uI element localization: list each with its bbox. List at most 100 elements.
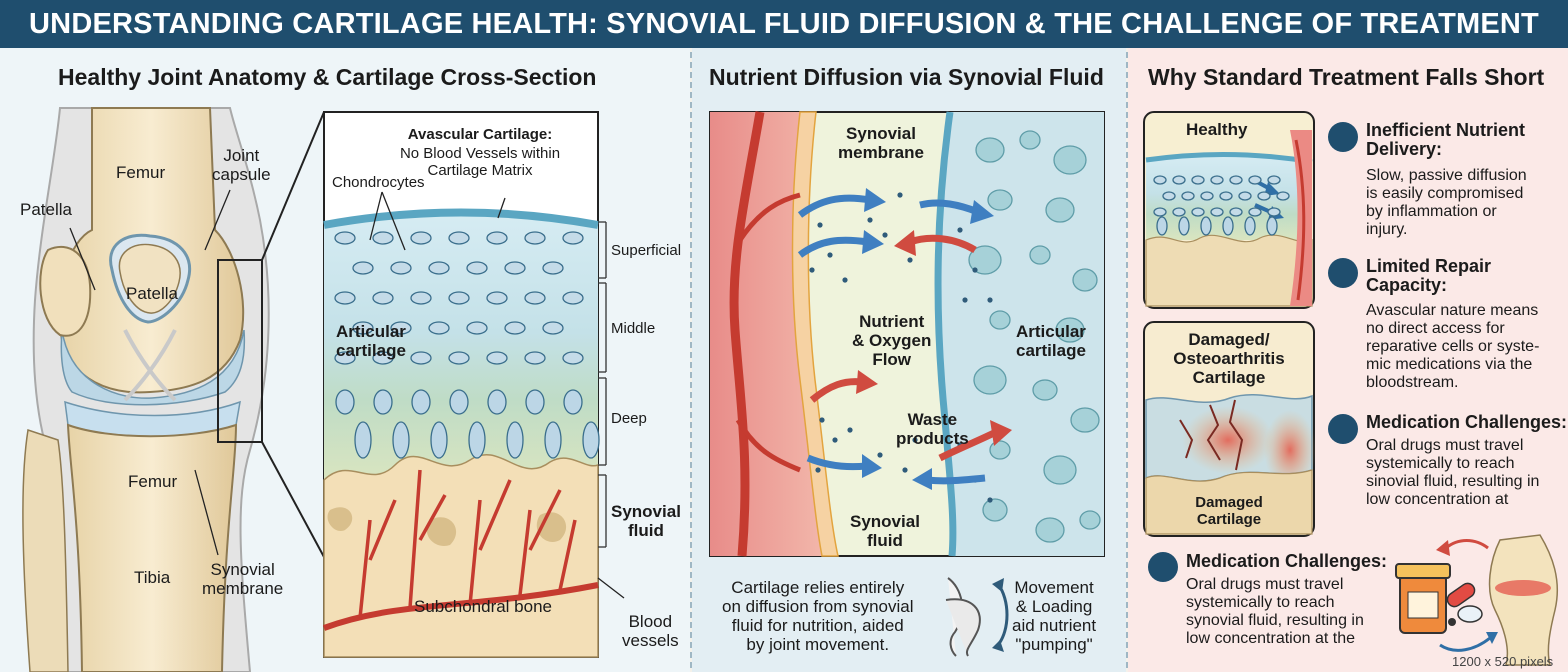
cartilage-blob [987, 189, 1013, 211]
healthy-cell [1248, 175, 1262, 185]
cartilage-blob [973, 365, 1007, 395]
footnote: 1200 x 520 pixels [1452, 654, 1554, 669]
chondrocyte [392, 421, 410, 459]
label-superficial: Superficial [611, 242, 682, 259]
cartilage-cross-section [322, 111, 625, 658]
healthy-cell [1200, 191, 1214, 201]
chondrocyte [563, 389, 583, 415]
diffusion-diagram [709, 111, 1105, 557]
page-title: UNDERSTANDING CARTILAGE HEALTH: SYNOVIAL… [29, 7, 1539, 40]
point-3-body: Oral drugs must travel systemically to r… [1366, 437, 1540, 508]
pill-bottle-icon [1328, 414, 1358, 444]
diffusion-arrows [797, 188, 1012, 490]
label-avascular: Avascular Cartilage: [407, 126, 553, 143]
nutrient-dot [867, 217, 873, 223]
healthy-cell [1222, 216, 1234, 236]
chondrocyte [468, 421, 486, 459]
chondrocyte [466, 261, 488, 275]
label-blood-vessels: Blood vessels [622, 612, 679, 650]
chondrocyte [410, 291, 432, 305]
label-subchondral-bone: Subchondral bone [414, 597, 553, 616]
chondrocyte [449, 389, 469, 415]
chondrocyte [562, 291, 584, 305]
healthy-cell [1178, 216, 1190, 236]
healthy-cell [1191, 175, 1205, 185]
healthy-cell [1248, 207, 1262, 217]
nutrient-dot [877, 452, 883, 458]
nutrient-dot [957, 227, 963, 233]
chondrocyte [525, 389, 545, 415]
healthy-cell [1266, 216, 1278, 236]
nutrient-dot [987, 297, 993, 303]
chondrocyte [448, 351, 470, 365]
chondrocyte-cells [334, 231, 600, 459]
nutrient-dot [907, 257, 913, 263]
medication-illustration [1395, 534, 1559, 666]
cartilage-blob [982, 498, 1008, 522]
label-synovial-membrane: Synovial membrane [202, 560, 284, 598]
chondrocyte [486, 351, 508, 365]
label-articular-cartilage: Articular cartilage [336, 322, 406, 360]
nutrient-dot [817, 222, 823, 228]
chondrocyte [504, 321, 526, 335]
chondrocyte [390, 321, 412, 335]
label-articular-cartilage-2: Articular cartilage [1016, 322, 1086, 360]
label-nutrient-flow: Nutrient & Oxygen Flow [852, 312, 932, 369]
healthy-cell [1267, 207, 1281, 217]
healthy-cell [1210, 207, 1224, 217]
anatomy-title: Healthy Joint Anatomy & Cartilage Cross-… [58, 64, 597, 90]
healthy-cell [1229, 207, 1243, 217]
nutrient-dot [847, 427, 853, 433]
chondrocyte [428, 321, 450, 335]
knee-joint-illustration [22, 107, 325, 672]
label-femur-top: Femur [116, 163, 166, 182]
chondrocyte [524, 291, 546, 305]
chondrocyte [524, 351, 546, 365]
cartilage-blob [1043, 455, 1077, 485]
nutrient-dot [987, 497, 993, 503]
label-chondrocytes: Chondrocytes [332, 174, 425, 191]
nutrient-dot [902, 467, 908, 473]
healthy-cell [1191, 207, 1205, 217]
chondrocyte [562, 231, 584, 245]
chondrocyte [334, 291, 356, 305]
point-2-body: Avascular nature means no direct access … [1366, 302, 1540, 391]
label-damaged-title: Damaged/ Osteoarthritis Cartilage [1173, 330, 1285, 387]
nutrient-dot [912, 437, 918, 443]
point-3-head: Medication Challenges: [1366, 412, 1568, 432]
chondrocyte [334, 231, 356, 245]
chondrocyte [352, 321, 374, 335]
label-tibia: Tibia [134, 568, 171, 587]
diffusion-caption: Cartilage relies entirely on diffusion f… [722, 578, 914, 654]
nutrient-dot [972, 267, 978, 273]
healthy-cell [1200, 216, 1212, 236]
healthy-cartilage-inset [1143, 111, 1315, 309]
chondrocyte [354, 421, 372, 459]
cartilage-blob [975, 137, 1005, 163]
nutrient-dot [827, 252, 833, 258]
nutrient-dot [882, 232, 888, 238]
healthy-cell [1244, 216, 1256, 236]
nutrient-dot [897, 192, 903, 198]
label-femur-bottom: Femur [128, 472, 178, 491]
point-2-head: Limited Repair Capacity: [1366, 256, 1492, 295]
chondrocyte [448, 231, 470, 245]
movement-caption: Movement & Loading aid nutrient "pumping… [1012, 578, 1097, 654]
chondrocyte [448, 291, 470, 305]
chondrocyte [486, 231, 508, 245]
label-deep: Deep [611, 410, 647, 427]
chondrocyte [524, 231, 546, 245]
label-synovial-fluid-2: Synovial fluid [850, 512, 920, 550]
cartilage-blob [1079, 510, 1101, 530]
chondrocyte [411, 389, 431, 415]
cartilage-blob [1019, 130, 1041, 150]
healthy-cell [1153, 175, 1167, 185]
healthy-cell [1156, 216, 1168, 236]
healthy-cell [1181, 191, 1195, 201]
cartilage-blob [989, 310, 1011, 330]
label-waste-products: Waste products [896, 410, 969, 448]
chondrocyte [373, 389, 393, 415]
chondrocyte [410, 351, 432, 365]
healthy-cell [1219, 191, 1233, 201]
